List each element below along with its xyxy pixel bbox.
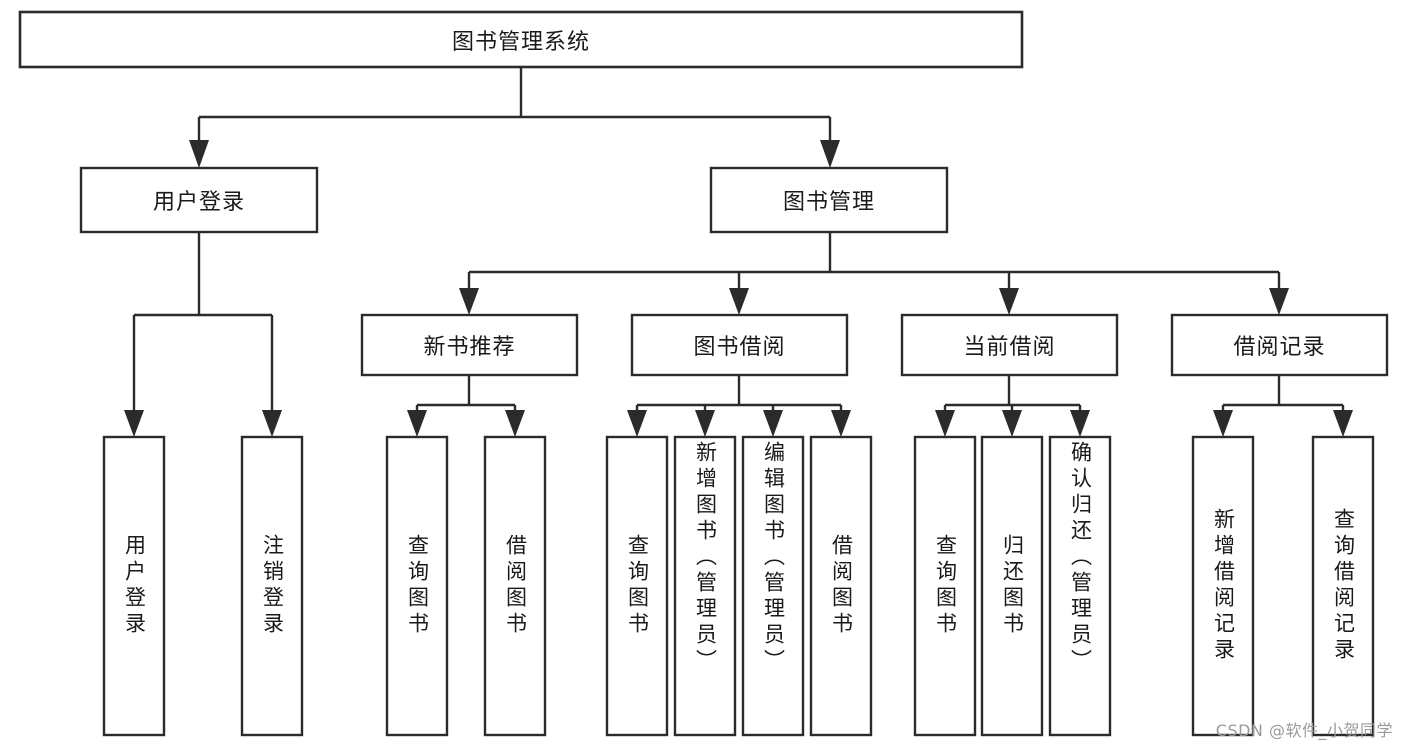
leaf-box-book-borrow-1[interactable] — [605, 435, 669, 737]
arrowhead-cb-leaf-2 — [1002, 410, 1022, 437]
leaf-box-new-book-2[interactable] — [483, 435, 547, 737]
leaf-box-book-borrow-2[interactable] — [673, 435, 737, 737]
arrowhead-bb-leaf-3 — [763, 410, 783, 437]
leaf-box-current-borrow-2[interactable] — [980, 435, 1044, 737]
leaf-box-user-login-2[interactable] — [240, 435, 304, 737]
arrowhead-ul-leaf-2 — [262, 410, 282, 437]
node-current-borrow[interactable] — [900, 313, 1119, 377]
leaf-box-book-borrow-3[interactable] — [741, 435, 805, 737]
arrowhead-bb-leaf-4 — [831, 410, 851, 437]
node-book-manage[interactable] — [709, 166, 949, 234]
node-user-login[interactable] — [79, 166, 319, 234]
csdn-watermark: CSDN @软件_小贺同学 — [1215, 721, 1393, 740]
arrowhead-user-login — [189, 140, 209, 168]
leaf-box-current-borrow-3[interactable] — [1048, 435, 1112, 737]
arrowhead-cb-leaf-1 — [935, 410, 955, 437]
node-book-borrow[interactable] — [630, 313, 849, 377]
leaf-box-borrow-record-2[interactable] — [1311, 435, 1375, 737]
leaf-box-current-borrow-1[interactable] — [913, 435, 977, 737]
arrowhead-new-book — [459, 288, 479, 315]
leaf-box-user-login-1[interactable] — [102, 435, 166, 737]
arrowhead-borrow-record — [1269, 288, 1289, 315]
arrowhead-cb-leaf-3 — [1070, 410, 1090, 437]
leaf-box-borrow-record-1[interactable] — [1191, 435, 1255, 737]
leaf-box-book-borrow-4[interactable] — [809, 435, 873, 737]
arrowhead-nbr-leaf-1 — [407, 410, 427, 437]
arrowhead-current-borrow — [999, 288, 1019, 315]
arrowhead-ul-leaf-1 — [124, 410, 144, 437]
arrowhead-nbr-leaf-2 — [505, 410, 525, 437]
arrowhead-br-leaf-2 — [1333, 410, 1353, 437]
arrowhead-bb-leaf-1 — [627, 410, 647, 437]
arrowhead-book-manage — [820, 140, 840, 168]
node-new-book-recommend[interactable] — [360, 313, 579, 377]
arrowhead-book-borrow — [729, 288, 749, 315]
node-borrow-record[interactable] — [1170, 313, 1389, 377]
arrowhead-br-leaf-1 — [1213, 410, 1233, 437]
leaf-box-new-book-1[interactable] — [385, 435, 449, 737]
arrowhead-bb-leaf-2 — [695, 410, 715, 437]
node-root-system[interactable] — [18, 10, 1024, 69]
